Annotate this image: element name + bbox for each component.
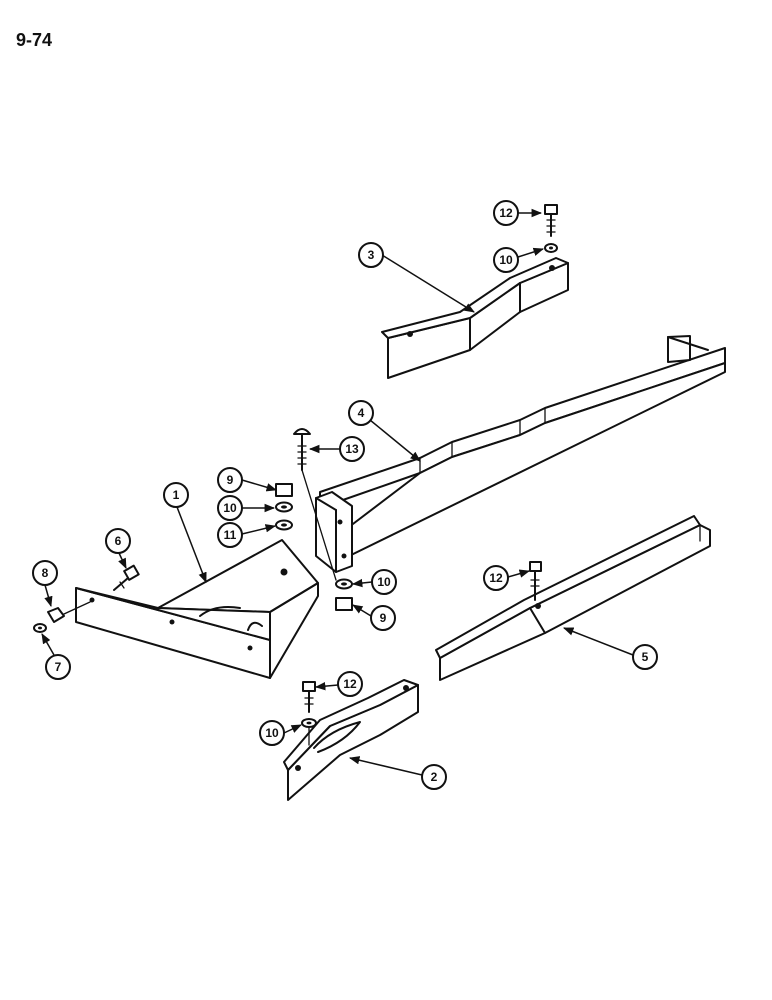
callout-4: 4 [348,400,374,426]
callout-10-left: 10 [217,495,243,521]
svg-text:13: 13 [345,442,359,456]
callout-9-center: 9 [370,605,396,631]
callout-9-left: 9 [217,467,243,493]
callout-10-lower: 10 [259,720,285,746]
leader-lines [41,208,634,776]
callout-12-lower: 12 [337,671,363,697]
callout-8: 8 [32,560,58,586]
svg-text:9: 9 [380,611,387,625]
bolt-13 [293,428,337,581]
callout-11: 11 [217,522,243,548]
svg-text:5: 5 [642,650,649,664]
svg-text:11: 11 [224,528,237,542]
page-number: 9-74 [16,30,53,50]
callout-6: 6 [105,528,131,554]
callout-7: 7 [45,654,71,680]
callout-1: 1 [163,482,189,508]
svg-text:8: 8 [42,566,49,580]
hardware-stack-lower [335,578,353,611]
callout-12-top: 12 [493,200,519,226]
svg-text:10: 10 [223,501,237,515]
callout-10-center: 10 [371,569,397,595]
svg-text:10: 10 [499,253,513,267]
svg-text:9: 9 [227,473,234,487]
part-4-channel-rail [315,335,726,573]
bolt-12-right [529,561,542,601]
svg-text:3: 3 [368,248,375,262]
part-1-mounting-plate [75,539,319,679]
callout-13: 13 [339,436,365,462]
svg-text:7: 7 [55,660,62,674]
bolt-6 [113,564,140,591]
callout-2: 2 [421,764,447,790]
svg-text:1: 1 [173,488,180,502]
svg-text:2: 2 [431,770,438,784]
part-5-angle-rail [435,515,711,681]
svg-text:10: 10 [377,575,391,589]
hardware-stack-left [275,483,293,531]
callout-12-right: 12 [483,565,509,591]
svg-text:6: 6 [115,534,122,548]
part-2-lower-bracket [283,679,419,801]
svg-text:12: 12 [343,677,357,691]
svg-text:12: 12 [489,571,503,585]
part-3-upper-bracket [381,257,569,379]
svg-text:12: 12 [499,206,513,220]
bolt-12-top [544,204,558,253]
callout-3: 3 [358,242,384,268]
nut-8-washer-7 [33,601,91,633]
svg-text:10: 10 [265,726,279,740]
callout-5: 5 [632,644,658,670]
svg-text:4: 4 [358,406,365,420]
callout-10-top: 10 [493,247,519,273]
